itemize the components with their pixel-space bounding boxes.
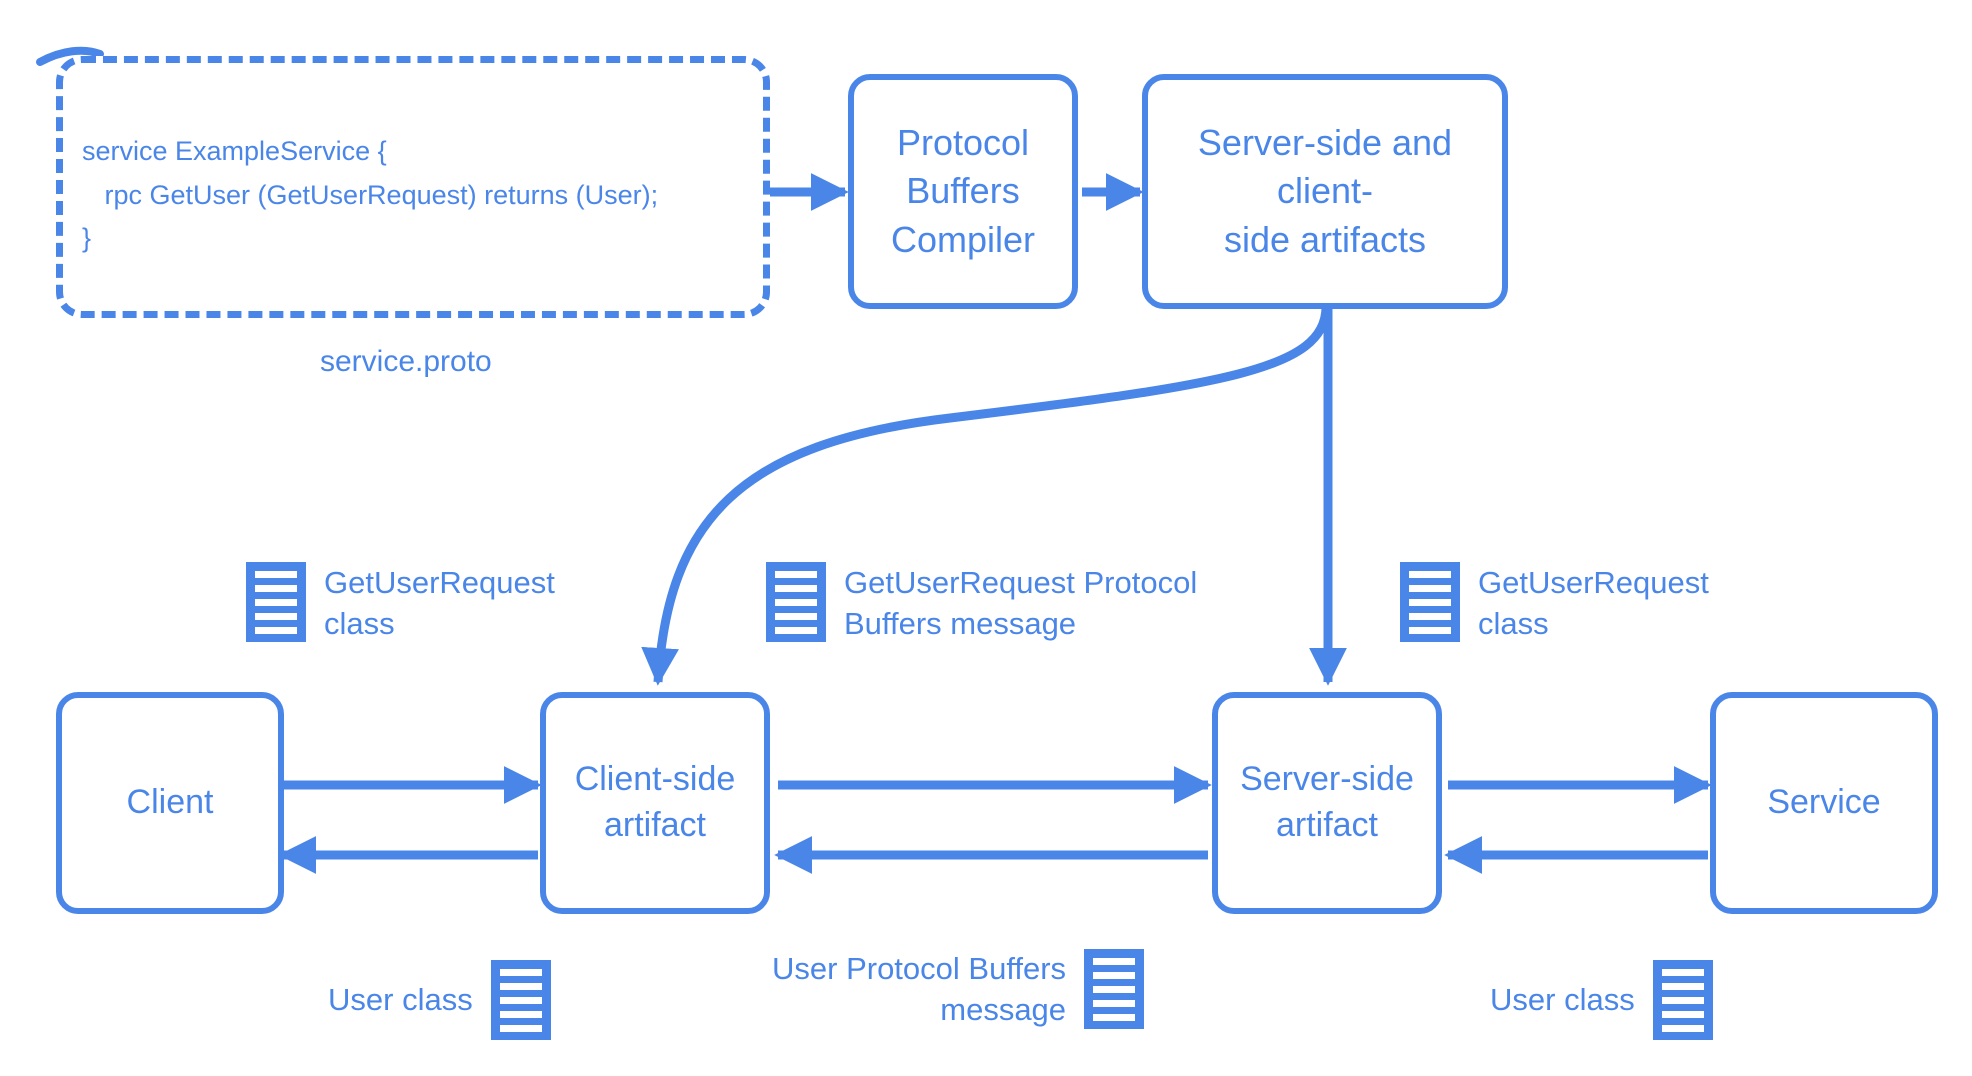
annotation-getuserrequest-class-client: GetUserRequest class <box>246 562 576 644</box>
annotation-label: User Protocol Buffers message <box>772 951 1067 1028</box>
document-icon <box>490 960 551 1040</box>
annotation-label: User class <box>328 982 473 1018</box>
node-protocol-buffers-compiler[interactable]: Protocol Buffers Compiler <box>848 74 1078 309</box>
arrow-artifacts-to-client-artifact <box>641 306 1331 686</box>
annotation-user-class-server: User class <box>1490 960 1713 1040</box>
node-client-label: Client <box>126 783 214 822</box>
document-icon <box>1400 562 1460 642</box>
document-icon <box>1652 960 1713 1040</box>
node-client-side-artifact-label: Client-side artifact <box>574 760 736 844</box>
annotation-user-protobuf-message: User Protocol Buffers message <box>772 948 1145 1030</box>
annotation-user-class-client: User class <box>328 960 551 1040</box>
annotation-getuserrequest-class-server: GetUserRequest class <box>1400 562 1740 644</box>
document-icon <box>766 562 826 642</box>
annotation-label: GetUserRequest class <box>1478 565 1709 642</box>
annotation-getuserrequest-protobuf-message: GetUserRequest Protocol Buffers message <box>766 562 1206 644</box>
service-proto-caption: service.proto <box>320 345 492 378</box>
node-server-side-artifact-label: Server-side artifact <box>1240 760 1414 844</box>
annotation-label: GetUserRequest Protocol Buffers message <box>844 565 1198 642</box>
node-client-side-artifact[interactable]: Client-side artifact <box>540 692 770 914</box>
note-tail-flick <box>36 46 104 66</box>
annotation-label: User class <box>1490 982 1635 1018</box>
node-service[interactable]: Service <box>1710 692 1938 914</box>
node-server-side-artifact[interactable]: Server-side artifact <box>1212 692 1442 914</box>
node-server-and-client-side-artifacts[interactable]: Server-side and client- side artifacts <box>1142 74 1508 309</box>
service-proto-note <box>56 56 770 318</box>
node-service-label: Service <box>1767 783 1881 822</box>
document-icon <box>246 562 306 642</box>
document-icon <box>1084 949 1145 1030</box>
node-protocol-buffers-compiler-label: Protocol Buffers Compiler <box>890 121 1036 260</box>
annotation-label: GetUserRequest class <box>324 565 555 642</box>
node-server-and-client-side-artifacts-label: Server-side and client- side artifacts <box>1197 121 1453 260</box>
node-client[interactable]: Client <box>56 692 284 914</box>
service-proto-code: service ExampleService { rpc GetUser (Ge… <box>82 136 659 254</box>
